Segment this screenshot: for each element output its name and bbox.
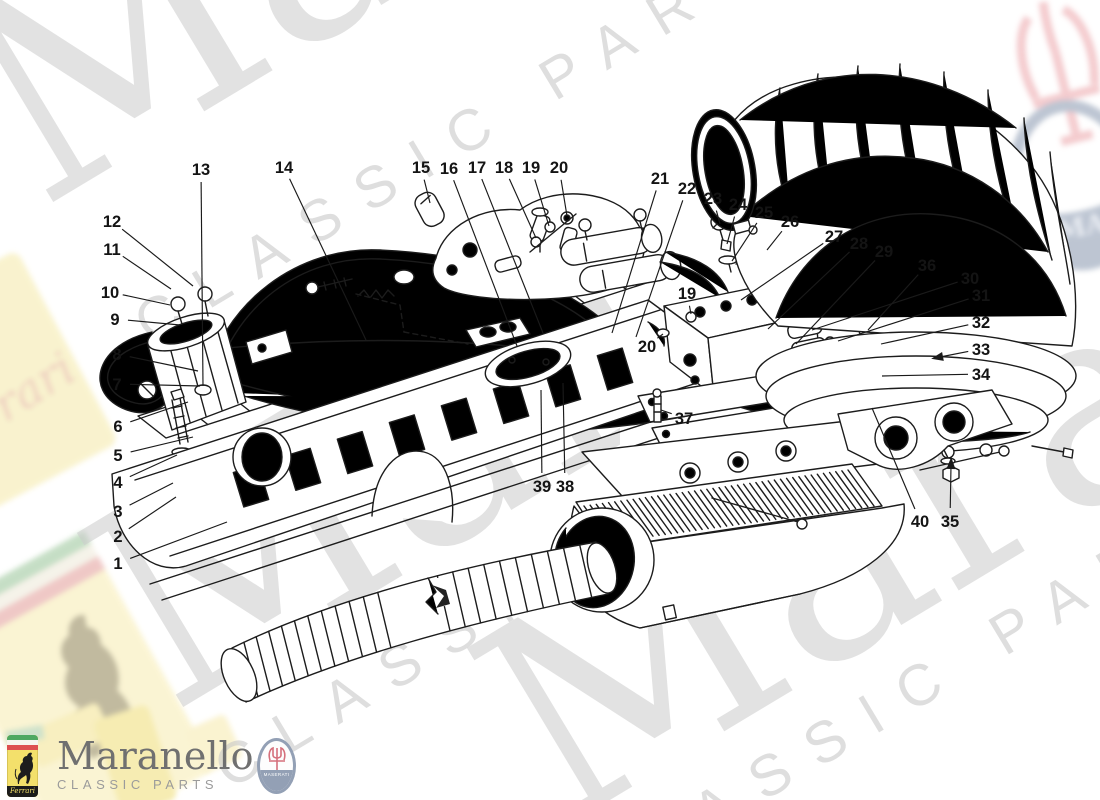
callout-number: 31 bbox=[972, 287, 990, 305]
callout-number: 28 bbox=[850, 235, 868, 253]
callout-number: 2 bbox=[113, 528, 122, 546]
brand-block[interactable]: Maranello CLASSIC PARTS bbox=[57, 736, 254, 792]
brand-wordmark[interactable]: Maranello bbox=[57, 734, 254, 778]
callout-number: 35 bbox=[941, 513, 959, 531]
flag-stripe-red bbox=[7, 745, 38, 750]
callout-number: 12 bbox=[103, 213, 121, 231]
callout-number: 39 bbox=[533, 478, 551, 496]
callout-number: 36 bbox=[918, 257, 936, 275]
callout-number: 19 bbox=[522, 159, 540, 177]
corrugated-hose bbox=[220, 541, 618, 703]
callout-number: 27 bbox=[825, 228, 843, 246]
callout-number: 10 bbox=[101, 284, 119, 302]
callout-number: 30 bbox=[961, 270, 979, 288]
air-filter-housing bbox=[549, 419, 1010, 629]
callout-number: 23 bbox=[704, 190, 722, 208]
maserati-logo[interactable]: MASERATI bbox=[257, 738, 296, 794]
callout-number: 37 bbox=[675, 410, 693, 428]
callout-number: 5 bbox=[113, 447, 122, 465]
callout-number: 13 bbox=[192, 161, 210, 179]
mount-bracket bbox=[837, 389, 1013, 483]
callout-number: 20 bbox=[638, 338, 656, 356]
callout-number: 19 bbox=[678, 285, 696, 303]
callout-number: 4 bbox=[113, 474, 123, 492]
callout-number: 1 bbox=[113, 555, 122, 573]
callout-number: 14 bbox=[275, 159, 294, 177]
callout-number: 22 bbox=[678, 180, 696, 198]
callout-number: 20 bbox=[550, 159, 568, 177]
callout-number: 3 bbox=[113, 503, 122, 521]
callout-number: 26 bbox=[781, 213, 799, 231]
callout-number: 24 bbox=[729, 196, 748, 214]
callout-number: 11 bbox=[103, 241, 120, 259]
ferrari-logo[interactable]: Ferrari bbox=[7, 735, 38, 797]
callout-number: 25 bbox=[755, 204, 773, 222]
air-intake-elbow bbox=[690, 63, 1077, 347]
maserati-wordmark: MASERATI bbox=[260, 770, 293, 791]
callout-number: 7 bbox=[112, 376, 121, 394]
callout-number: 21 bbox=[651, 170, 669, 188]
callout-number: 6 bbox=[113, 418, 122, 436]
callout-number: 32 bbox=[972, 314, 990, 332]
fuel-pumps bbox=[560, 208, 729, 299]
prancing-horse-icon bbox=[14, 752, 34, 784]
callout-number: 17 bbox=[468, 159, 486, 177]
site-footer: Ferrari Maranello CLASSIC PARTS MASERATI bbox=[0, 728, 1100, 800]
ferrari-shield-watermark-left: rari bbox=[0, 253, 116, 510]
intake-plenum bbox=[305, 191, 645, 348]
callout-number: 33 bbox=[972, 341, 990, 359]
callout-number: 34 bbox=[972, 366, 991, 384]
flag-stripe-white bbox=[7, 740, 38, 745]
fuel-distributor bbox=[146, 286, 293, 431]
callout-number: 18 bbox=[495, 159, 513, 177]
callout-number: 38 bbox=[556, 478, 574, 496]
callout-number: 40 bbox=[911, 513, 929, 531]
engine-bank-front bbox=[111, 299, 723, 601]
callout-number: 16 bbox=[440, 160, 458, 178]
callout-number: 29 bbox=[875, 243, 893, 261]
callout-number: 15 bbox=[412, 159, 430, 177]
flag-stripe-green bbox=[7, 735, 38, 740]
callout-number: 9 bbox=[110, 311, 119, 329]
ferrari-wordmark: Ferrari bbox=[7, 786, 38, 797]
brand-tagline: CLASSIC PARTS bbox=[57, 777, 219, 792]
callout-number: 8 bbox=[112, 346, 121, 364]
